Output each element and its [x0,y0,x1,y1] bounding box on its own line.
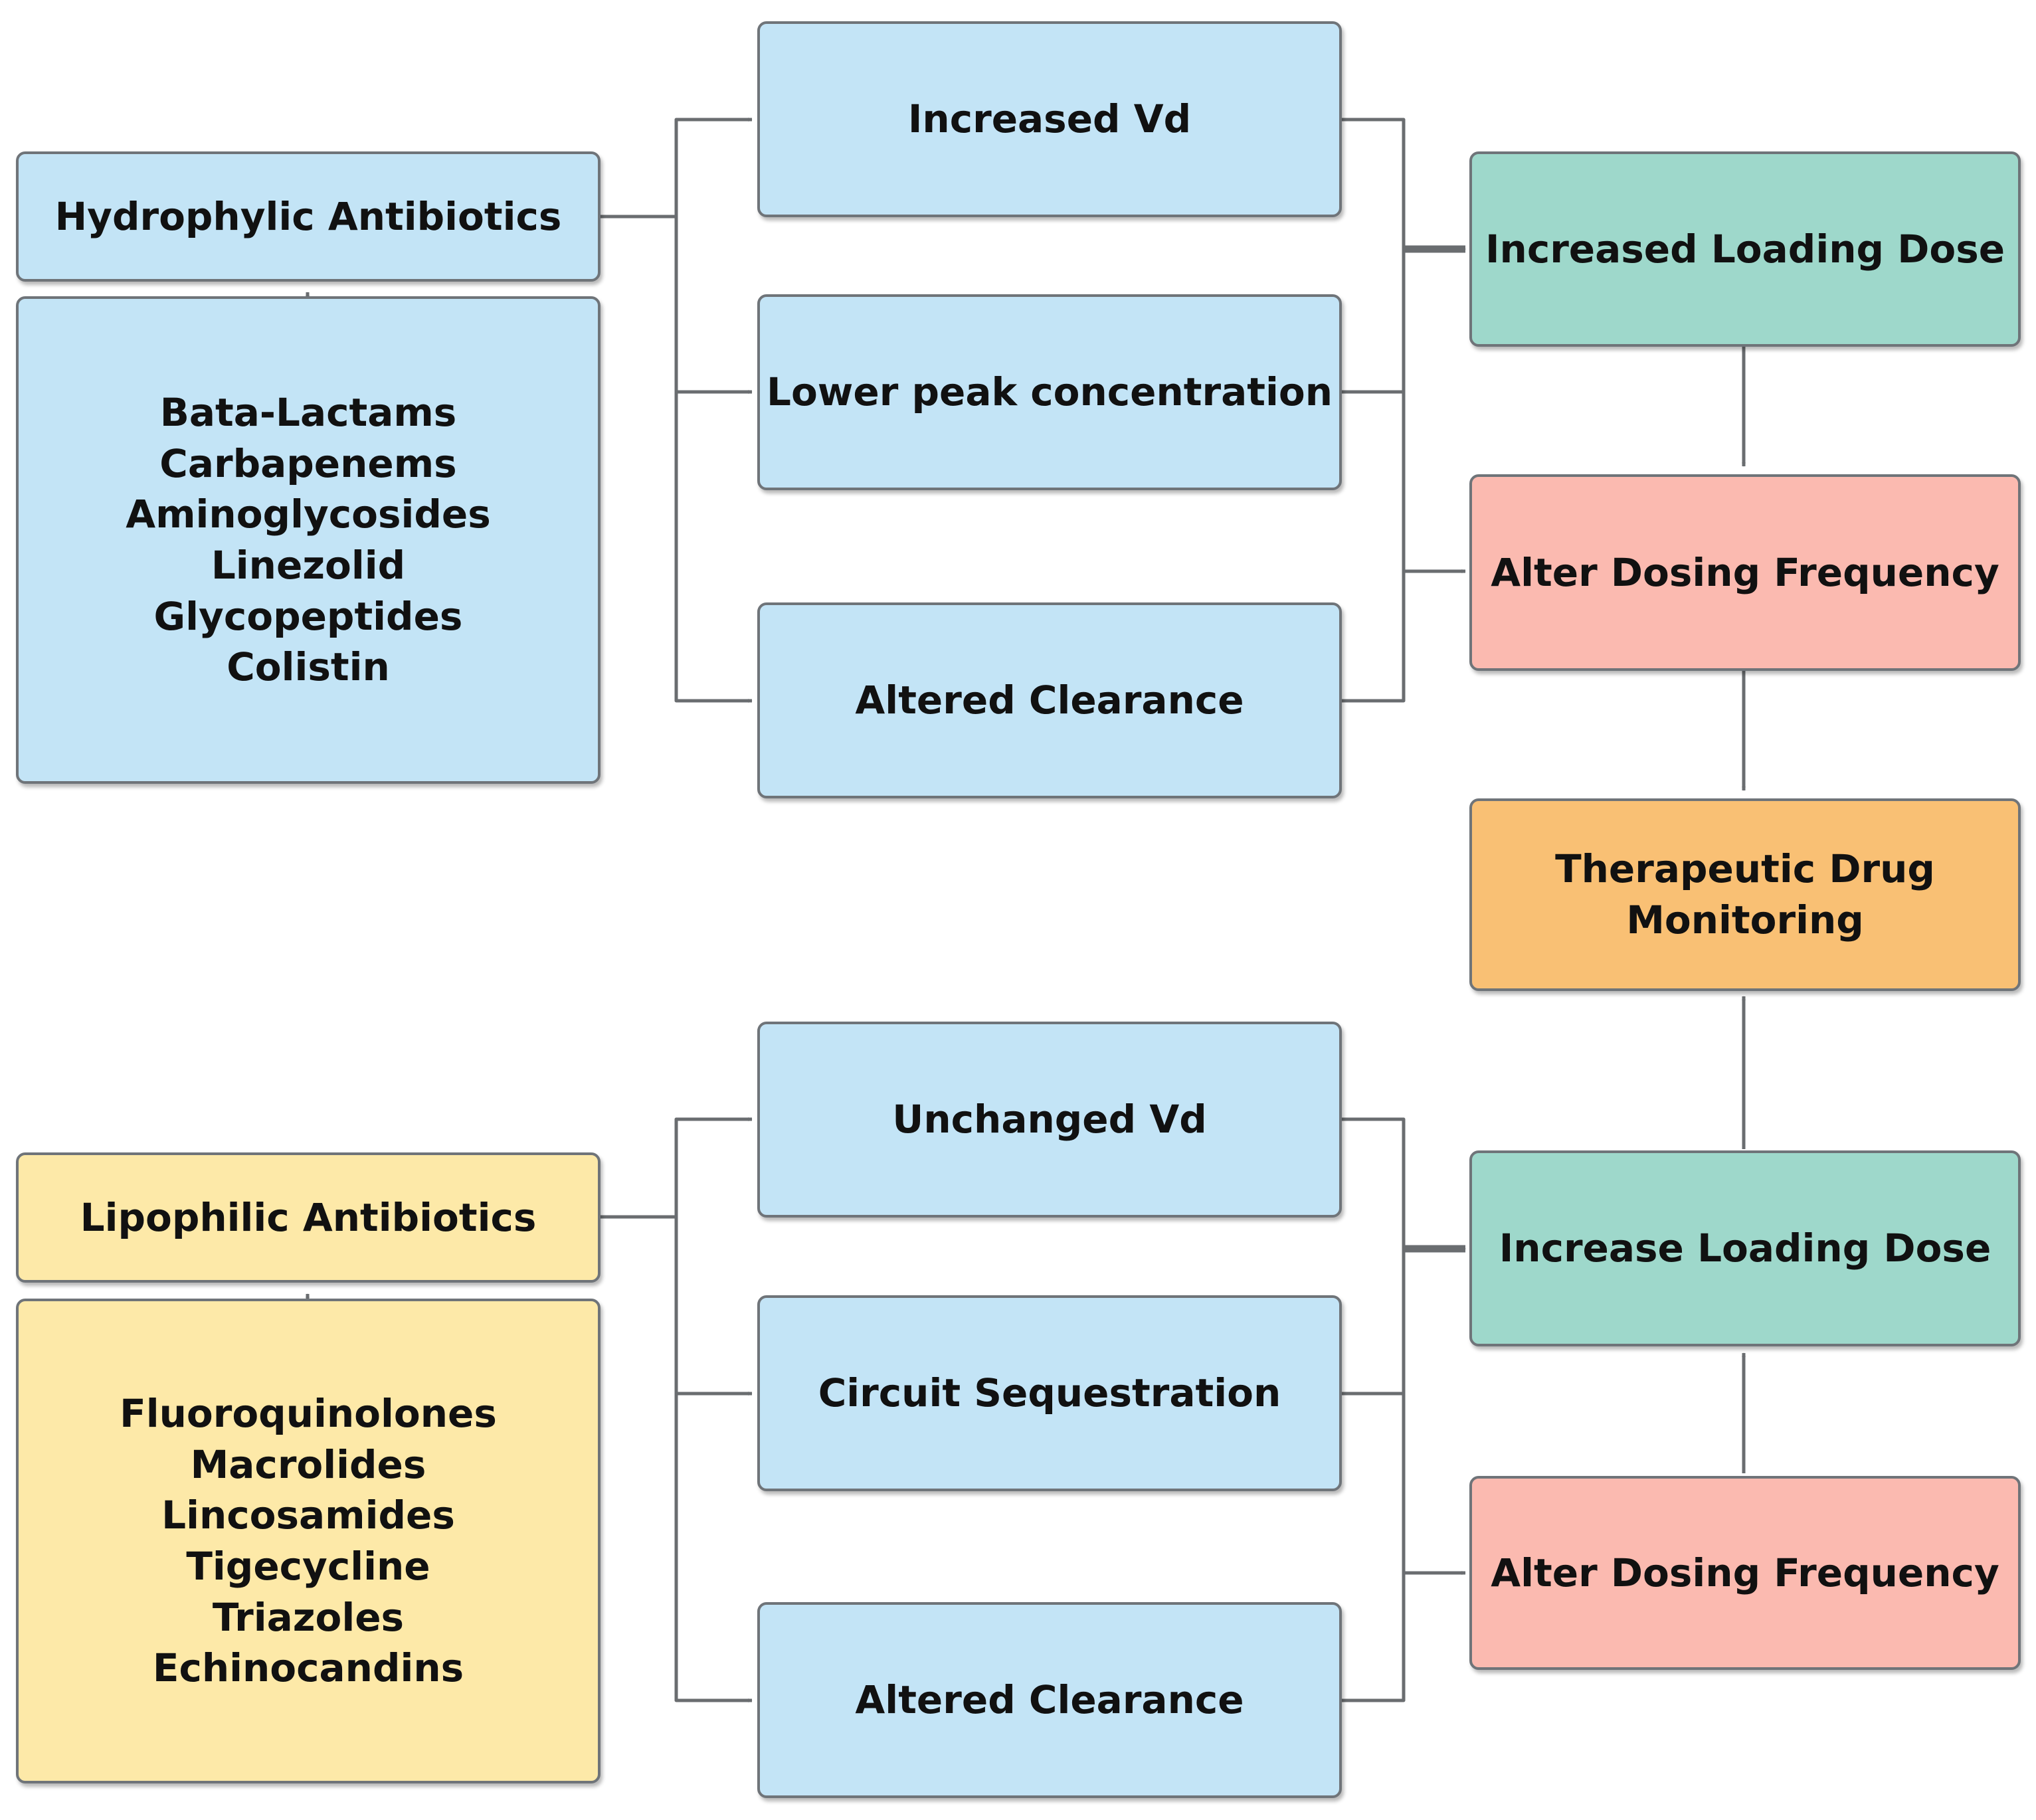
lipophilic-drug-item: Tigecycline [186,1544,430,1589]
lipophilic-drug-item: Macrolides [190,1441,426,1487]
monitoring-line: Monitoring [1626,897,1864,943]
hydrophilic-drug-item: Linezolid [211,543,406,588]
therapeutic-drug-monitoring: Therapeutic Drug Monitoring [1469,798,2021,991]
hydrophilic-title: Hydrophylic Antibiotics [54,193,562,239]
effect-label: Altered Clearance [855,678,1244,723]
line-unchanged-vd-to-bus [1342,1117,1406,1702]
outcome-label: Increase Loading Dose [1499,1226,1991,1271]
arrow-lipo-to-circuit-sequestration [674,1217,753,1396]
hydrophilic-drug-item: Glycopeptides [153,593,463,639]
lipophilic-drug-item: Echinocandins [152,1645,464,1691]
effect-circuit-sequestration: Circuit Sequestration [757,1295,1342,1491]
effect-label: Increased Vd [907,96,1192,142]
lipophilic-drug-item: Fluoroquinolones [120,1391,497,1437]
hydrophilic-drug-list: Bata-Lactams Carbapenems Aminoglycosides… [16,296,601,784]
effect-label: Lower peak concentration [766,369,1333,415]
hydrophilic-drug-item: Bata-Lactams [159,390,457,436]
outcome-label: Increased Loading Dose [1485,226,2005,272]
effect-altered-clearance-hydrophilic: Altered Clearance [757,602,1342,798]
outcome-label: Alter Dosing Frequency [1491,549,1999,595]
arrow-hydro-to-lower-peak [674,217,753,394]
outcome-increased-loading-dose: Increased Loading Dose [1469,151,2021,347]
arrow-hydro-to-altered-clearance [674,392,753,703]
arrow-hydro-to-increased-vd [598,118,753,219]
outcome-alter-dosing-frequency-lipophilic: Alter Dosing Frequency [1469,1476,2021,1670]
lipophilic-drug-list: Fluoroquinolones Macrolides Lincosamides… [16,1299,601,1783]
lipophilic-drug-item: Lincosamides [161,1493,455,1538]
arrow-lipo-to-unchanged-vd [598,1117,753,1219]
hydrophilic-drug-item: Carbapenems [159,440,457,486]
lipophilic-title: Lipophilic Antibiotics [80,1194,537,1240]
monitoring-line: Therapeutic Drug [1555,846,1935,892]
outcome-increase-loading-dose: Increase Loading Dose [1469,1150,2021,1346]
effect-unchanged-vd: Unchanged Vd [757,1022,1342,1218]
line-increased-vd-to-bus [1342,118,1406,703]
effect-lower-peak-concentration: Lower peak concentration [757,294,1342,490]
hydrophilic-drug-item: Colistin [227,644,390,690]
effect-label: Circuit Sequestration [818,1370,1281,1416]
lipophilic-antibiotics-box: Lipophilic Antibiotics [16,1152,601,1283]
outcome-alter-dosing-frequency-hydrophilic: Alter Dosing Frequency [1469,474,2021,671]
lipophilic-drug-item: Triazoles [212,1594,405,1640]
arrow-lipo-to-altered-clearance [674,1394,753,1702]
effect-increased-vd: Increased Vd [757,21,1342,217]
hydrophilic-antibiotics-box: Hydrophylic Antibiotics [16,151,601,282]
effect-altered-clearance-lipophilic: Altered Clearance [757,1602,1342,1798]
effect-label: Altered Clearance [855,1677,1244,1723]
effect-label: Unchanged Vd [892,1097,1207,1142]
outcome-label: Alter Dosing Frequency [1491,1550,1999,1595]
hydrophilic-drug-item: Aminoglycosides [126,492,491,537]
